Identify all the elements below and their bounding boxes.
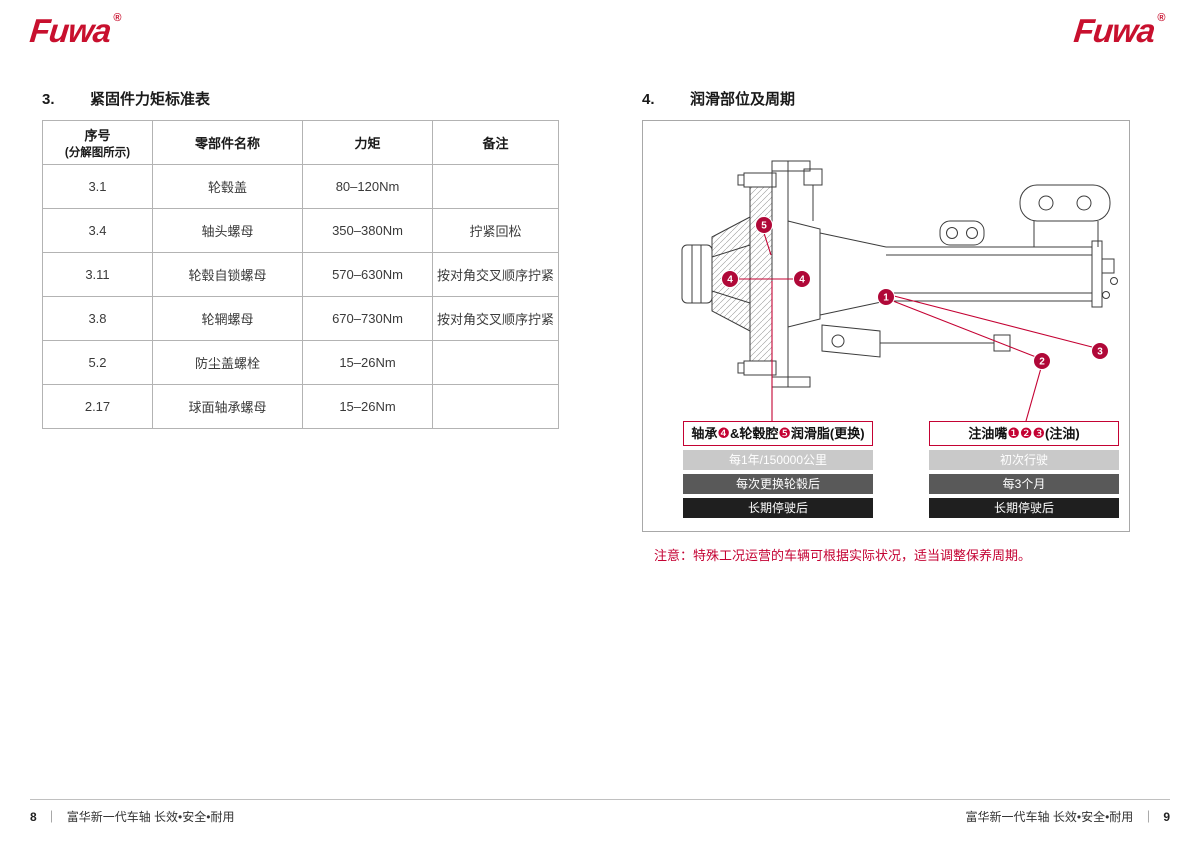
- table-row: 3.8 轮辋螺母 670–730Nm 按对角交叉顺序拧紧: [42, 296, 559, 341]
- table-row: 3.4 轴头螺母 350–380Nm 拧紧回松: [42, 208, 559, 253]
- svg-text:5: 5: [761, 221, 767, 232]
- circled-4-icon: ❹: [717, 425, 730, 441]
- section-3-heading: 3. 紧固件力矩标准表: [42, 88, 210, 109]
- header-col-part: 零部件名称: [152, 120, 303, 165]
- footer-left: 8 ｜ 富华新一代车轴 长效•安全•耐用: [30, 808, 234, 825]
- section-number: 4.: [642, 91, 655, 108]
- table-row: 3.1 轮毂盖 80–120Nm: [42, 164, 559, 209]
- table-row: 3.11 轮毂自锁螺母 570–630Nm 按对角交叉顺序拧紧: [42, 252, 559, 297]
- table-header-row: 序号 (分解图所示) 零部件名称 力矩 备注: [42, 120, 559, 165]
- circled-5-icon: ❺: [778, 425, 791, 441]
- footer-divider: [30, 799, 1170, 800]
- section-title: 润滑部位及周期: [690, 91, 796, 108]
- cell-part: 防尘盖螺栓: [152, 340, 303, 385]
- cell-part: 轮毂自锁螺母: [152, 252, 303, 297]
- cell-index: 3.1: [42, 164, 153, 209]
- cell-torque: 15–26Nm: [302, 340, 433, 385]
- cell-torque: 670–730Nm: [302, 296, 433, 341]
- svg-text:3: 3: [1097, 347, 1103, 358]
- schedule-row: 每次更换轮毂后: [683, 474, 873, 494]
- svg-text:4: 4: [727, 275, 733, 286]
- cell-part: 球面轴承螺母: [152, 384, 303, 429]
- badge-5: 5: [755, 216, 773, 234]
- fuwa-logo-text: Fuwa: [28, 12, 113, 49]
- header-col-index-line1: 序号: [84, 128, 111, 143]
- diagram-badges: 5 4 4 1 2: [721, 216, 1109, 370]
- schedule-row: 长期停驶后: [683, 498, 873, 518]
- cell-index: 3.4: [42, 208, 153, 253]
- footer-right: 富华新一代车轴 长效•安全•耐用 ｜ 9: [966, 808, 1170, 825]
- fuwa-logo-left: Fuwa®: [28, 12, 122, 50]
- header-col-index-line2: (分解图所示): [64, 147, 131, 159]
- badge-3: 3: [1091, 342, 1109, 360]
- registered-mark: ®: [1157, 12, 1166, 24]
- page-number: 8: [30, 810, 37, 824]
- cell-torque: 80–120Nm: [302, 164, 433, 209]
- schedule-row: 每1年/150000公里: [683, 450, 873, 470]
- cell-index: 3.8: [42, 296, 153, 341]
- header-col-index: 序号 (分解图所示): [42, 120, 153, 165]
- fuwa-logo-right: Fuwa®: [1072, 12, 1166, 50]
- schedule-row: 长期停驶后: [929, 498, 1119, 518]
- svg-text:4: 4: [799, 275, 805, 286]
- label-text: 润滑脂(更换): [790, 426, 865, 441]
- svg-text:2: 2: [1039, 357, 1045, 368]
- cell-torque: 350–380Nm: [302, 208, 433, 253]
- bearing-grease-callout: 轴承❹&轮毂腔❺润滑脂(更换) 每1年/150000公里 每次更换轮毂后 长期停…: [683, 421, 873, 518]
- cell-part: 轮毂盖: [152, 164, 303, 209]
- cell-remark: 按对角交叉顺序拧紧: [432, 296, 559, 341]
- cell-remark: 拧紧回松: [432, 208, 559, 253]
- table-row: 5.2 防尘盖螺栓 15–26Nm: [42, 340, 559, 385]
- circled-123-icons: ❶❷❸: [1007, 425, 1045, 441]
- cell-torque: 15–26Nm: [302, 384, 433, 429]
- header-col-remark: 备注: [432, 120, 559, 165]
- cell-index: 3.11: [42, 252, 153, 297]
- page-number: 9: [1163, 810, 1170, 824]
- footer-slogan: 富华新一代车轴 长效•安全•耐用: [66, 810, 235, 824]
- label-text: (注油): [1045, 426, 1080, 441]
- cell-remark: [432, 340, 559, 385]
- footer-slogan: 富华新一代车轴 长效•安全•耐用: [965, 810, 1134, 824]
- cell-part: 轴头螺母: [152, 208, 303, 253]
- axle-cross-section-diagram: 5 4 4 1 2: [681, 160, 1118, 421]
- bearing-callout-label: 轴承❹&轮毂腔❺润滑脂(更换): [683, 421, 873, 446]
- cell-remark: [432, 384, 559, 429]
- cell-part: 轮辋螺母: [152, 296, 303, 341]
- badge-1: 1: [877, 288, 895, 306]
- badge-4-right: 4: [793, 270, 811, 288]
- callout-leader-lines: [738, 232, 1093, 421]
- torque-table-wrap: 序号 (分解图所示) 零部件名称 力矩 备注 3.1 轮毂盖 80–120Nm …: [42, 120, 559, 429]
- lubrication-diagram-panel: 5 4 4 1 2: [642, 120, 1130, 532]
- footer-separator: ｜: [1142, 810, 1155, 824]
- registered-mark: ®: [113, 12, 122, 24]
- table-row: 2.17 球面轴承螺母 15–26Nm: [42, 384, 559, 429]
- label-text: &轮毂腔: [729, 426, 779, 441]
- grease-callout-label: 注油嘴❶❷❸(注油): [929, 421, 1119, 446]
- cell-index: 2.17: [42, 384, 153, 429]
- cell-index: 5.2: [42, 340, 153, 385]
- section-title: 紧固件力矩标准表: [90, 91, 211, 108]
- badge-4-left: 4: [721, 270, 739, 288]
- maintenance-note: 注意：特殊工况运营的车辆可根据实际状况，适当调整保养周期。: [654, 548, 1032, 563]
- torque-table: 序号 (分解图所示) 零部件名称 力矩 备注 3.1 轮毂盖 80–120Nm …: [42, 120, 559, 429]
- schedule-row: 初次行驶: [929, 450, 1119, 470]
- header-col-torque: 力矩: [302, 120, 433, 165]
- label-text: 注油嘴: [968, 426, 1008, 441]
- svg-text:1: 1: [883, 293, 889, 304]
- section-4-heading: 4. 润滑部位及周期: [642, 88, 795, 109]
- footer-separator: ｜: [45, 810, 58, 824]
- grease-nipple-callout: 注油嘴❶❷❸(注油) 初次行驶 每3个月 长期停驶后: [929, 421, 1119, 518]
- fuwa-logo-text: Fuwa: [1072, 12, 1157, 49]
- cell-torque: 570–630Nm: [302, 252, 433, 297]
- axle-line-art: [681, 160, 1118, 388]
- section-number: 3.: [42, 91, 55, 108]
- label-text: 轴承: [691, 426, 718, 441]
- cell-remark: 按对角交叉顺序拧紧: [432, 252, 559, 297]
- cell-remark: [432, 164, 559, 209]
- badge-2: 2: [1033, 352, 1051, 370]
- schedule-row: 每3个月: [929, 474, 1119, 494]
